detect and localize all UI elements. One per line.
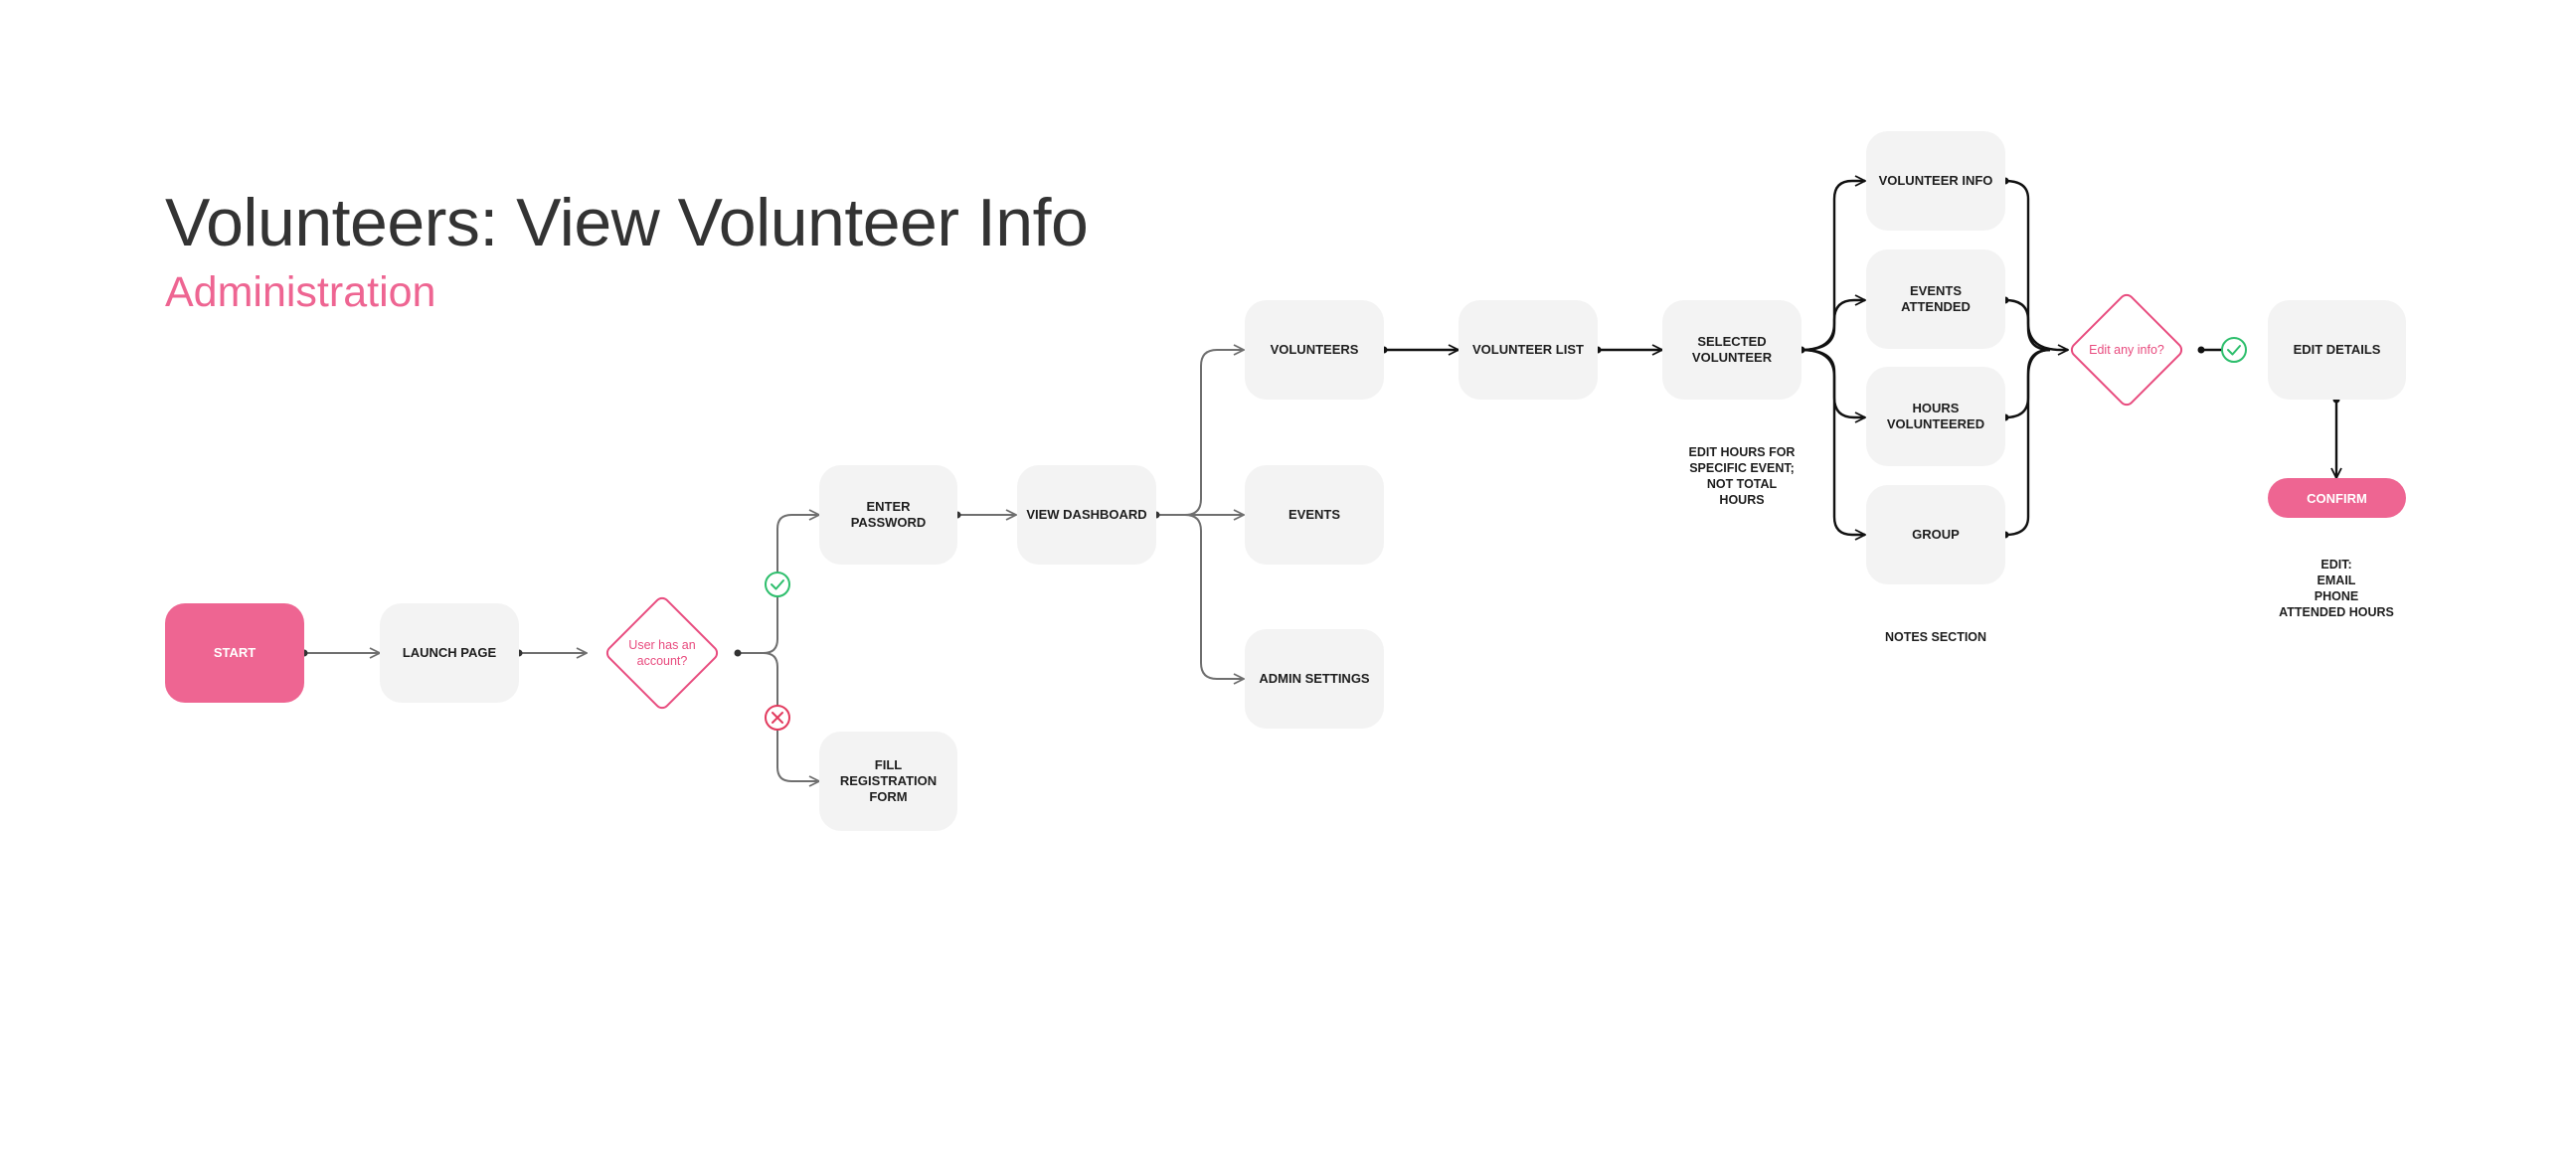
connector-decision-no [763,652,819,781]
connector-info-merge [2004,179,2068,350]
group-node: GROUP [1866,485,2005,584]
connector-dashboard-admin [1184,514,1244,679]
volunteers-node: VOLUNTEERS [1245,300,1384,400]
confirm-button[interactable]: CONFIRM [2268,478,2406,518]
edit-details-node: EDIT DETAILS [2268,300,2406,400]
notes-section-label: NOTES SECTION [1884,630,1987,644]
connector-events-merge [2004,298,2051,352]
connector-group-merge [2004,348,2051,537]
launch-page-node: LAUNCH PAGE [380,603,519,703]
hours-volunteered-node: HOURS VOLUNTEERED [1866,367,2005,466]
edit-decision-label: Edit any info? [2089,343,2164,357]
events-node: EVENTS [1245,465,1384,565]
connector-dashboard-volunteers [1156,350,1244,516]
account-decision-label: User has an account? [628,638,696,668]
fill-registration-node: FILL REGISTRATION FORM [819,732,957,831]
events-attended-node: EVENTS ATTENDED [1866,249,2005,349]
selected-volunteer-node: SELECTED VOLUNTEER [1662,300,1802,400]
page-title: Volunteers: View Volunteer Info [165,185,1089,260]
edit-fields-note: EDIT: EMAIL PHONE ATTENDED HOURS [2279,558,2394,619]
admin-settings-node: ADMIN SETTINGS [1245,629,1384,729]
volunteer-info-node: VOLUNTEER INFO [1866,131,2005,231]
view-dashboard-node: VIEW DASHBOARD [1017,465,1156,565]
check-icon [2221,337,2247,363]
check-icon [765,572,790,597]
connector-selected-group [1801,348,1865,535]
volunteer-list-node: VOLUNTEER LIST [1459,300,1598,400]
edit-hours-note: EDIT HOURS FOR SPECIFIC EVENT; NOT TOTAL… [1688,445,1796,507]
cross-icon [765,705,790,731]
start-node: START [165,603,304,703]
page-subtitle: Administration [165,268,436,316]
enter-password-node: ENTER PASSWORD [819,465,957,565]
connector-selected-events [1801,300,1865,352]
